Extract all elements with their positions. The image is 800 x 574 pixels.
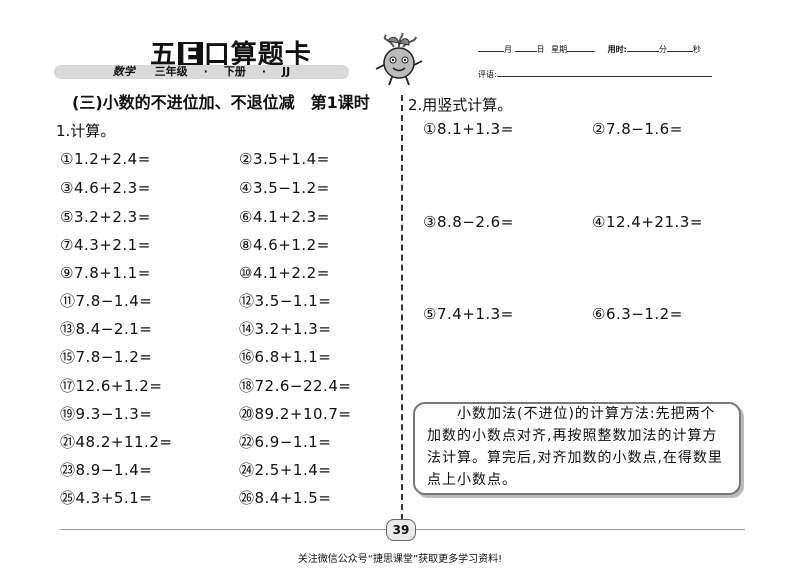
- q2-problem: ⑤7.4+1.3=: [423, 305, 514, 323]
- seconds-blank[interactable]: [666, 43, 693, 52]
- q2-problem: ④12.4+21.3=: [592, 213, 703, 231]
- q1-problem: ㉒6.9−1.1=: [239, 433, 332, 451]
- q1-problem: ㉔2.5+1.4=: [239, 461, 332, 479]
- q1-problem: ㉕4.3+5.1=: [60, 489, 153, 507]
- q1-problem: ⑤3.2+2.3=: [60, 208, 151, 226]
- q1-problem: ⑩4.1+2.2=: [239, 264, 330, 282]
- subject-bar: 数学 三年级·下册·JJ: [54, 65, 349, 79]
- q1-problem: ⑱72.6−22.4=: [239, 377, 352, 395]
- q1-problem: ⑦4.3+2.1=: [60, 236, 151, 254]
- q2-problem: ③8.8−2.6=: [423, 213, 514, 231]
- minutes-blank[interactable]: [626, 43, 659, 52]
- column-divider: [401, 95, 403, 520]
- month-blank[interactable]: [478, 43, 504, 52]
- q1-problem: ①1.2+2.4=: [60, 150, 151, 168]
- q1-problem: ⑧4.6+1.2=: [239, 236, 330, 254]
- q1-problem: ③4.6+2.3=: [60, 179, 151, 197]
- date-time-line: 月 日 星期 用时:分秒: [478, 43, 701, 55]
- q2-heading: 2.用竖式计算。: [408, 96, 513, 114]
- tip-text: 小数加法(不进位)的计算方法:先把两个加数的小数点对齐,再按照整数加法的计算方法…: [427, 406, 723, 488]
- review-line: 评语:: [478, 68, 712, 80]
- volume-label: 下册: [223, 65, 246, 78]
- review-blank[interactable]: [496, 68, 712, 77]
- q1-problem: ㉖8.4+1.5=: [239, 489, 332, 507]
- q1-problem: ⑰12.6+1.2=: [60, 377, 163, 395]
- q1-problem: ⑨7.8+1.1=: [60, 264, 151, 282]
- q1-problem: ⑲9.3−1.3=: [60, 405, 153, 423]
- q1-problem: ㉑48.2+11.2=: [60, 433, 173, 451]
- q1-problem: ⑪7.8−1.4=: [60, 292, 153, 310]
- q1-problem: ⑯6.8+1.1=: [239, 348, 332, 366]
- footer-note: 关注微信公众号“捷思课堂”获取更多学习资料!: [297, 554, 503, 565]
- radish-mascot-icon: [375, 33, 423, 86]
- q1-problem: ⑫3.5−1.1=: [239, 292, 332, 310]
- q1-heading: 1.计算。: [56, 122, 116, 140]
- subject-label: 数学: [112, 65, 135, 78]
- q1-problem: ⑥4.1+2.3=: [239, 208, 330, 226]
- q1-problem: ⑮7.8−1.2=: [60, 348, 153, 366]
- day-blank[interactable]: [514, 43, 537, 52]
- section-title: (三)小数的不进位加、不退位减 第1课时: [72, 93, 370, 112]
- page-number: 39: [386, 519, 416, 541]
- edition-label: JJ: [282, 65, 291, 78]
- q1-problem: ㉓8.9−1.4=: [60, 461, 153, 479]
- q2-problem: ①8.1+1.3=: [423, 120, 514, 138]
- q2-problem: ⑥6.3−1.2=: [592, 305, 683, 323]
- grade-label: 三年级: [154, 65, 188, 78]
- q1-problem: ⑭3.2+1.3=: [239, 320, 332, 338]
- q1-problem: ⑳89.2+10.7=: [239, 405, 352, 423]
- weekday-blank[interactable]: [567, 43, 596, 52]
- tip-box: [413, 402, 741, 495]
- title-e-mark: E: [178, 42, 203, 68]
- q1-problem: ⑬8.4−2.1=: [60, 320, 153, 338]
- q1-problem: ②3.5+1.4=: [239, 150, 330, 168]
- q2-problem: ②7.8−1.6=: [592, 120, 683, 138]
- q1-problem: ④3.5−1.2=: [239, 179, 330, 197]
